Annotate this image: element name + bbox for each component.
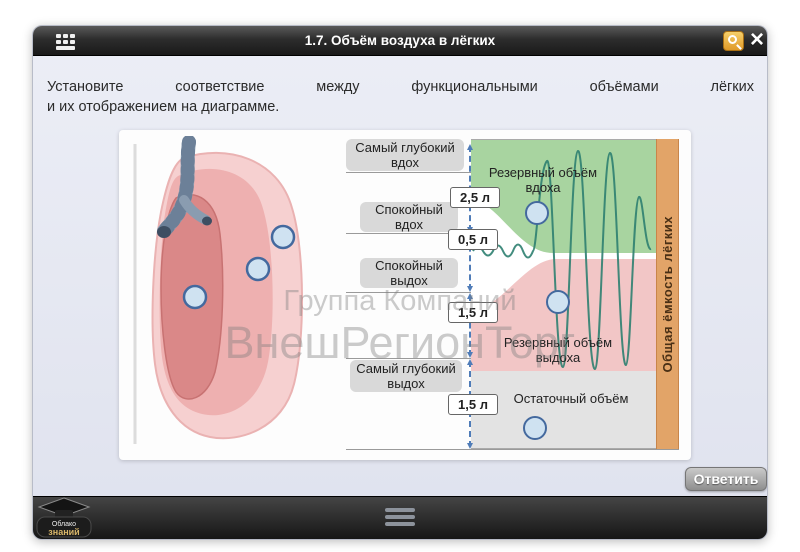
bronchus-opening xyxy=(157,226,171,238)
volume-box-inspiratory-reserve[interactable]: 2,5 л xyxy=(450,187,500,208)
label-quiet-exhale: Спокойный выдох xyxy=(360,258,458,288)
oblako-znaniy-logo: Облако знаний xyxy=(36,497,92,538)
instruction-line-2: и их отображением на диаграмме. xyxy=(47,99,280,115)
grid-icon-glyph xyxy=(56,34,75,50)
guide-line-quiet-inhale xyxy=(346,233,471,234)
page-title: 1.7. Объём воздуха в лёгких xyxy=(304,33,496,48)
volume-box-expiratory-reserve[interactable]: 1,5 л xyxy=(448,302,498,323)
instruction-line-1: Установите соответствие между функционал… xyxy=(47,79,754,95)
total-capacity-label: Общая ёмкость лёгких xyxy=(660,215,675,373)
lung-illustration xyxy=(133,136,303,444)
residual-region xyxy=(471,371,656,449)
menu-handle-icon[interactable] xyxy=(385,508,415,529)
total-capacity-strip: Общая ёмкость лёгких xyxy=(656,139,679,449)
cap-band xyxy=(55,510,73,518)
app-window: 1.7. Объём воздуха в лёгких × Установите… xyxy=(32,25,768,540)
lung-drop-target-1[interactable] xyxy=(182,284,208,310)
region-label-expiratory-reserve: Резервный объём выдоха xyxy=(503,335,613,365)
region-label-residual: Остаточный объём xyxy=(513,391,629,406)
guide-line-quiet-exhale xyxy=(346,292,471,293)
bronchus-opening xyxy=(202,216,212,226)
spirogram-wave xyxy=(472,149,652,371)
chart-drop-target-expiratory-reserve[interactable] xyxy=(546,290,570,314)
answer-button[interactable]: Ответить xyxy=(685,467,767,491)
magnifier-icon xyxy=(728,35,737,44)
logo-banner xyxy=(36,516,92,538)
volume-box-residual[interactable]: 1,5 л xyxy=(448,394,498,415)
search-button[interactable] xyxy=(723,31,744,51)
volume-box-tidal[interactable]: 0,5 л xyxy=(448,229,498,250)
region-label-inspiratory-reserve: Резервный объём вдоха xyxy=(488,165,598,195)
grid-icon[interactable] xyxy=(55,33,79,51)
inspiratory-reserve-region xyxy=(471,139,656,253)
guide-line-bottom xyxy=(346,449,679,450)
expiratory-reserve-region xyxy=(471,259,656,371)
lung-drop-target-3[interactable] xyxy=(270,224,296,250)
label-deepest-inhale: Самый глубокий вдох xyxy=(346,139,464,171)
title-bar: 1.7. Объём воздуха в лёгких × xyxy=(33,26,767,56)
close-button[interactable]: × xyxy=(749,26,764,53)
logo-text-line-1: Облако xyxy=(52,520,76,528)
measure-arrow-expiratory-reserve xyxy=(467,293,473,358)
bottom-bar xyxy=(33,496,767,539)
instruction-text: Установите соответствие между функционал… xyxy=(47,77,754,117)
guide-line-deep-exhale xyxy=(346,358,471,359)
label-quiet-inhale: Спокойный вдох xyxy=(360,202,458,232)
guide-line-deep-inhale xyxy=(346,172,471,173)
chart-drop-target-inspiratory-reserve[interactable] xyxy=(525,201,549,225)
lung-drop-target-2[interactable] xyxy=(245,256,271,282)
label-deepest-exhale: Самый глубокий выдох xyxy=(350,360,462,392)
chart-drop-target-residual[interactable] xyxy=(523,416,547,440)
logo-text-line-2: знаний xyxy=(48,527,79,537)
